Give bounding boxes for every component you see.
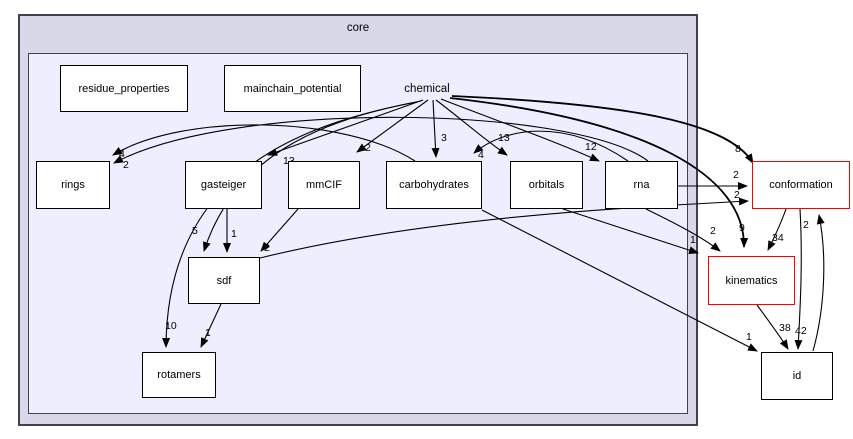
edge-count-label: 9 bbox=[739, 222, 745, 234]
edge-count-label: 8 bbox=[735, 143, 741, 155]
edge-kinematics-to-id bbox=[756, 304, 789, 350]
edge-count-label: 2 bbox=[733, 169, 739, 181]
edge-count-label: 34 bbox=[772, 232, 784, 244]
dir-node-kinematics[interactable]: kinematics bbox=[708, 256, 795, 305]
dir-node-rings[interactable]: rings bbox=[36, 161, 110, 209]
core-cluster-label: core bbox=[346, 22, 370, 34]
edge-count-label: 2 bbox=[734, 189, 740, 201]
dir-node-carbohydrates[interactable]: carbohydrates bbox=[386, 161, 482, 209]
dir-node-residue_properties[interactable]: residue_properties bbox=[60, 65, 188, 112]
edge-count-label: 38 bbox=[779, 322, 791, 334]
edge-id-to-conformation bbox=[812, 214, 825, 352]
dir-node-rna[interactable]: rna bbox=[605, 161, 678, 209]
dir-node-id[interactable]: id bbox=[761, 352, 833, 400]
edge-count-label: 1 bbox=[746, 331, 752, 343]
dir-node-mainchain_potential[interactable]: mainchain_potential bbox=[224, 65, 361, 112]
edge-count-label: 2 bbox=[710, 225, 716, 237]
dir-node-mmCIF[interactable]: mmCIF bbox=[288, 161, 360, 209]
dir-node-gasteiger[interactable]: gasteiger bbox=[185, 161, 262, 209]
edge-count-label: 2 bbox=[803, 219, 809, 231]
dir-node-conformation[interactable]: conformation bbox=[752, 161, 850, 209]
edge-conformation-to-id bbox=[794, 208, 803, 350]
dir-node-orbitals[interactable]: orbitals bbox=[510, 161, 583, 209]
edge-count-label: 42 bbox=[795, 325, 807, 337]
dir-node-rotamers[interactable]: rotamers bbox=[142, 352, 216, 398]
edge-conformation-to-kinematics bbox=[767, 208, 787, 251]
dir-label-chemical: chemical bbox=[404, 83, 450, 95]
dir-node-sdf[interactable]: sdf bbox=[188, 257, 260, 304]
